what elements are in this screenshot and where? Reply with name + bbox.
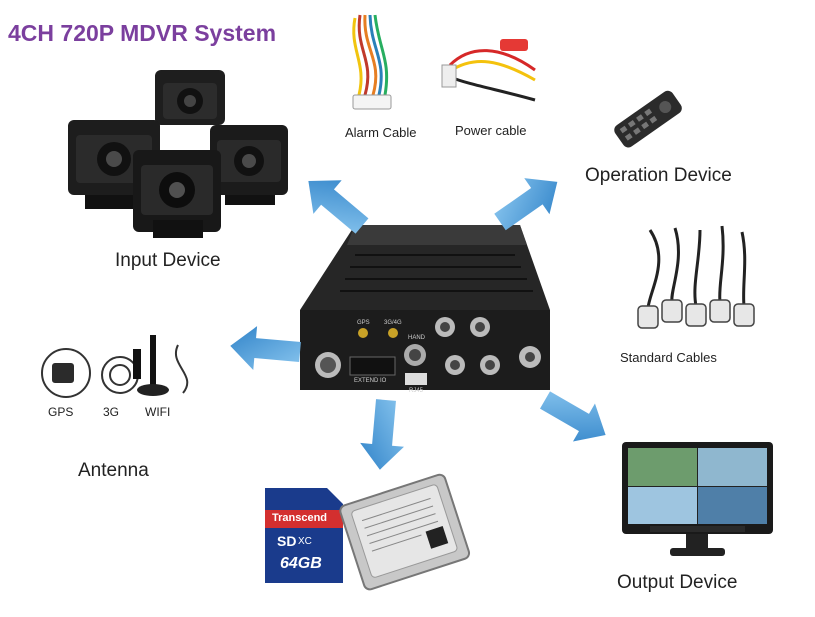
gps-antenna (41, 348, 91, 398)
page-title: 4CH 720P MDVR System (8, 20, 277, 46)
sd-card-image (265, 488, 343, 583)
wifi-label: WIFI (145, 405, 171, 419)
arrow-to-operation (494, 178, 558, 231)
input-device-label: Input Device (115, 250, 221, 271)
arrow-to-antenna (230, 326, 301, 370)
sd-type: SD (277, 533, 297, 549)
cameras-image (68, 70, 288, 238)
3g-label: 3G (103, 405, 120, 419)
gps-label: GPS (48, 405, 74, 419)
power-cable-image (441, 39, 536, 102)
extend-io-label: EXTEND IO (354, 378, 387, 384)
standard-cables-label: Standard Cables (620, 350, 717, 365)
camera-back-right (155, 70, 225, 125)
rj45-label: RJ45 (409, 388, 424, 394)
alarm-cable-image (352, 14, 392, 110)
camera-front (133, 150, 221, 238)
camera-right (210, 125, 288, 205)
sd-xc: XC (298, 536, 312, 547)
operation-device-label: Operation Device (585, 165, 732, 186)
remote-control-image (614, 90, 682, 148)
hand-port-label: HAND (408, 335, 426, 341)
3g-port-label: 3G/4G (384, 320, 402, 326)
mdvr-device (300, 225, 550, 390)
gps-port-label: GPS (357, 320, 370, 326)
sd-brand: Transcend (272, 512, 328, 524)
output-device-label: Output Device (617, 572, 738, 593)
arrow-to-storage (360, 399, 404, 470)
sd-capacity: 64GB (280, 555, 322, 572)
monitor-image (622, 442, 773, 556)
arrow-to-input (308, 180, 369, 234)
antenna-label: Antenna (78, 460, 149, 481)
antennas-image (41, 335, 189, 398)
standard-cables-image (637, 225, 755, 329)
power-cable-label: Power cable (455, 123, 527, 138)
alarm-cable-label: Alarm Cable (345, 125, 417, 140)
3g-antenna (101, 349, 141, 394)
arrow-to-output (540, 391, 606, 442)
wifi-antenna (137, 335, 189, 396)
hard-drive-image (339, 473, 471, 591)
